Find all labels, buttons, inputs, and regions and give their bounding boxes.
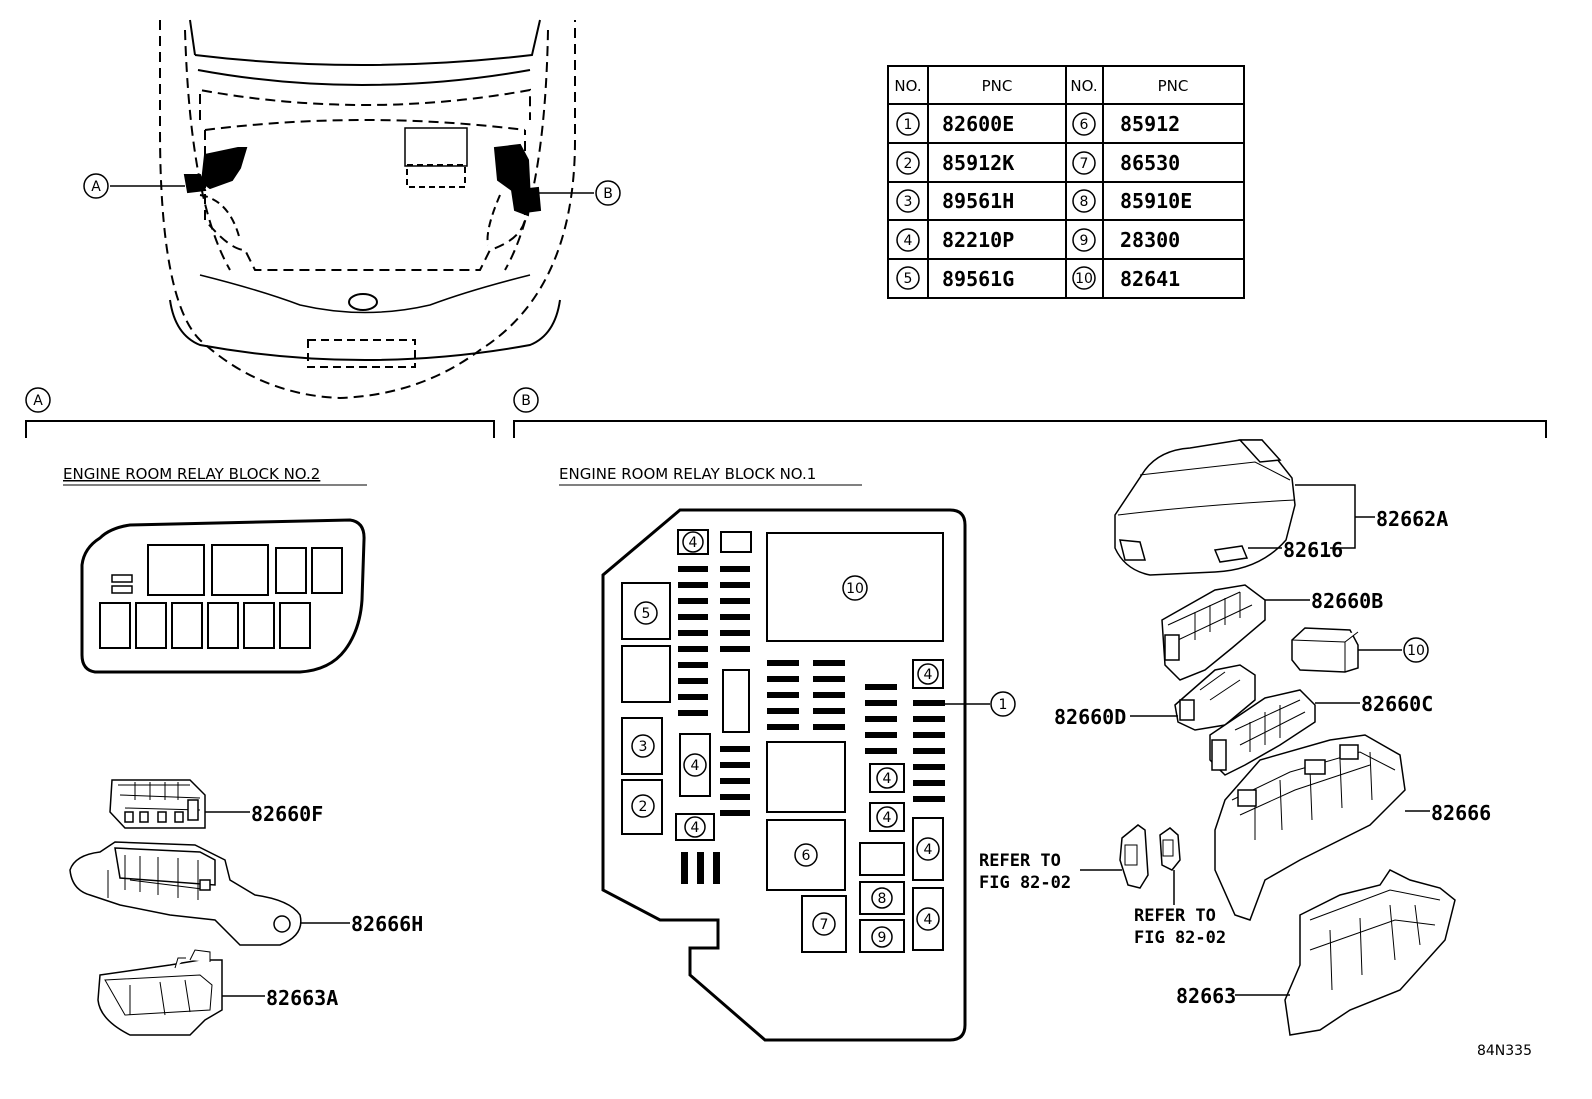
- part-82662A-label: 82662A: [1376, 507, 1448, 531]
- vehicle-overview: [159, 19, 576, 400]
- relay-block-no1: 10 4 5 3 2: [601, 508, 1016, 1042]
- part-82663A-label: 82663A: [266, 986, 338, 1010]
- table-row-pnc: 89561H: [942, 189, 1014, 213]
- lower-cover-82663: [1284, 869, 1456, 1036]
- part-82616-label: 82616: [1283, 538, 1343, 562]
- fuse-bank-center: [767, 660, 945, 802]
- cover-82662A: [1114, 439, 1296, 576]
- relay-10-label: 10: [846, 581, 864, 597]
- part-82663-label: 82663: [1176, 984, 1236, 1008]
- relay-3-label: 3: [639, 739, 648, 755]
- part-82666H-label: 82666H: [351, 912, 423, 936]
- table-row-number: 3: [904, 194, 913, 210]
- table-row-number: 5: [904, 271, 913, 287]
- relay-9-label: 9: [878, 930, 887, 946]
- fuse-4-label: 4: [924, 667, 933, 683]
- fuse-4-label: 4: [691, 820, 700, 836]
- table-header-pnc-right: PNC: [1158, 77, 1189, 95]
- table-row-pnc: 82600E: [942, 112, 1014, 136]
- section-b-title: ENGINE ROOM RELAY BLOCK NO.1: [559, 465, 816, 483]
- fuse-4-label: 4: [924, 912, 933, 928]
- table-row: 7 86530: [1072, 151, 1180, 175]
- bracket-82666H: [69, 841, 302, 946]
- relay-8-label: 8: [878, 891, 887, 907]
- connector-82660B: [1161, 584, 1266, 681]
- refer-text-2-line2: FIG 82-02: [1134, 928, 1226, 948]
- relay-5-label: 5: [642, 606, 651, 622]
- locator-b-label: B: [603, 186, 613, 202]
- table-row-pnc: 85912K: [942, 151, 1014, 175]
- relay-2-label: 2: [639, 799, 648, 815]
- table-row-number: 6: [1080, 117, 1089, 133]
- part-82660D-label: 82660D: [1054, 705, 1126, 729]
- table-header-pnc-left: PNC: [982, 77, 1013, 95]
- cover-82663A: [97, 949, 223, 1036]
- part-82660F-label: 82660F: [251, 802, 323, 826]
- table-row-number: 10: [1075, 271, 1093, 287]
- relay-7-label: 7: [820, 917, 829, 933]
- refer-part-2: [1159, 827, 1181, 871]
- table-row-pnc: 82641: [1120, 267, 1180, 291]
- table-row: 10 82641: [1072, 266, 1180, 291]
- table-row-number: 8: [1080, 194, 1089, 210]
- fuse-4-label: 4: [883, 771, 892, 787]
- base-82666: [1214, 734, 1406, 921]
- pnc-table: NO. PNC NO. PNC 1 82600E 2 85912K 3 8956…: [887, 65, 1245, 299]
- part-82660C-label: 82660C: [1361, 692, 1433, 716]
- table-row: 5 89561G: [896, 266, 1014, 291]
- fuse-4-label: 4: [691, 758, 700, 774]
- relay-10-part: [1291, 627, 1359, 673]
- locator-a-label: A: [91, 179, 101, 195]
- table-row-pnc: 85910E: [1120, 189, 1192, 213]
- locator-a: A: [83, 173, 185, 199]
- part-82666-label: 82666: [1431, 801, 1491, 825]
- connector-82660D: [1174, 664, 1256, 731]
- table-row: 8 85910E: [1072, 189, 1192, 213]
- section-b-letter: B: [521, 393, 531, 409]
- table-row: 3 89561H: [896, 189, 1014, 213]
- table-row: 4 82210P: [896, 228, 1014, 252]
- table-row-number: 1: [904, 117, 913, 133]
- table-header-no-right: NO.: [1070, 77, 1097, 95]
- section-a-letter: A: [33, 393, 43, 409]
- table-row-pnc: 28300: [1120, 228, 1180, 252]
- refer-text-1-line1: REFER TO: [979, 851, 1061, 871]
- fuse-bank-left: [678, 566, 750, 884]
- table-row: 6 85912: [1072, 112, 1180, 136]
- fuse-4-label: 4: [883, 810, 892, 826]
- table-row: 2 85912K: [896, 151, 1014, 175]
- connector-82660C: [1209, 689, 1316, 776]
- section-b-bracket: B: [513, 387, 1547, 438]
- table-row-pnc: 89561G: [942, 267, 1014, 291]
- refer-part-1: [1119, 824, 1149, 889]
- table-row-pnc: 86530: [1120, 151, 1180, 175]
- figure-code: 84N335: [1477, 1043, 1532, 1059]
- table-row: 1 82600E: [896, 112, 1014, 136]
- fuse-4-label: 4: [689, 535, 698, 551]
- locator-b: B: [530, 180, 621, 206]
- part-relay-10-callout: 10: [1407, 643, 1425, 659]
- part-82660B-label: 82660B: [1311, 589, 1383, 613]
- table-header-no-left: NO.: [894, 77, 921, 95]
- connector-82660F: [109, 779, 206, 829]
- relay-6-label: 6: [802, 848, 811, 864]
- table-row-number: 2: [904, 156, 913, 172]
- table-row-pnc: 85912: [1120, 112, 1180, 136]
- section-a-bracket: A: [25, 387, 495, 438]
- table-row: 9 28300: [1072, 228, 1180, 252]
- table-row-number: 9: [1080, 233, 1089, 249]
- section-a-title: ENGINE ROOM RELAY BLOCK NO.2: [63, 465, 320, 483]
- fuse-4-label: 4: [924, 842, 933, 858]
- table-row-number: 4: [904, 233, 913, 249]
- table-row-number: 7: [1080, 156, 1089, 172]
- relay-block-no2: [80, 518, 366, 674]
- refer-text-1-line2: FIG 82-02: [979, 873, 1071, 893]
- block-callout-1: 1: [999, 697, 1008, 713]
- table-row-pnc: 82210P: [942, 228, 1014, 252]
- refer-text-2-line1: REFER TO: [1134, 906, 1216, 926]
